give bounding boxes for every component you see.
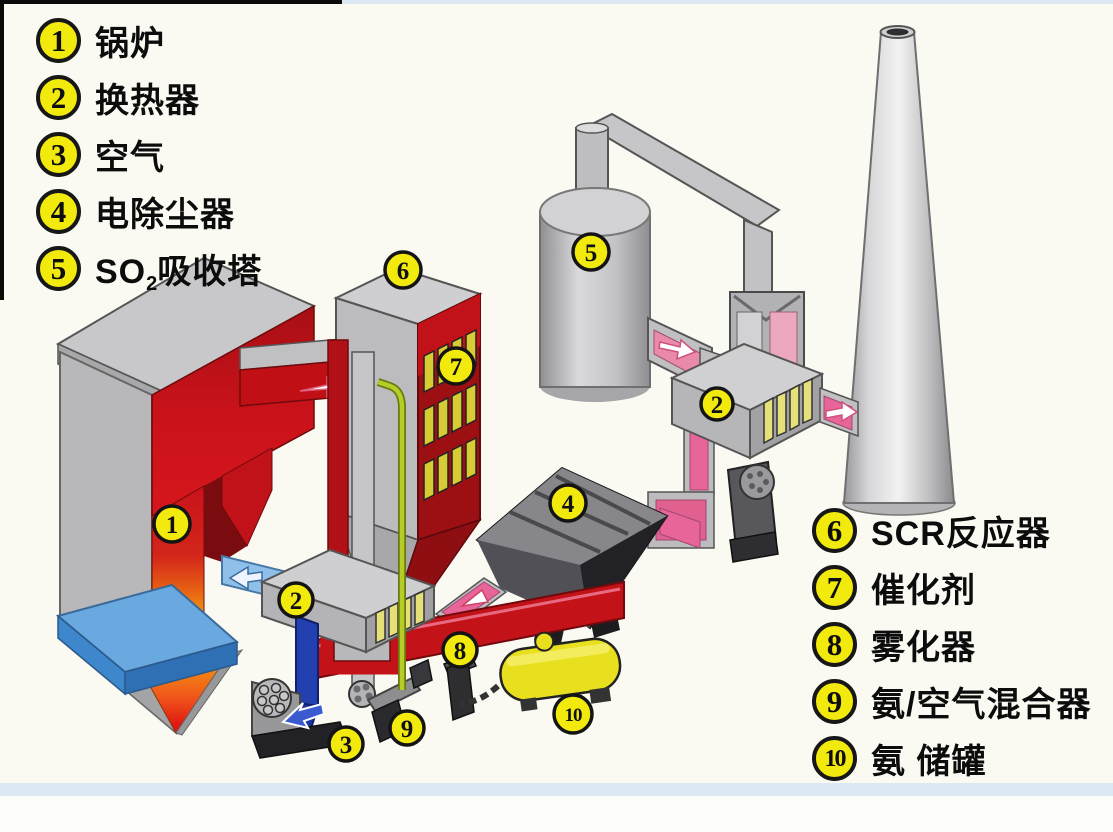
- left-black-edge: [0, 0, 4, 300]
- heat-exchanger-upper-slats: [763, 377, 813, 445]
- legend-number-5: 5: [36, 246, 81, 291]
- flow-arrow-red-loop: [459, 588, 490, 608]
- legend-item-ammonia-tank: 10 氨 储罐: [812, 730, 1091, 787]
- flow-arrow-pink-chimney: [825, 400, 859, 423]
- legend-number-3: 3: [36, 132, 81, 177]
- legend-label-ammonia-air-mixer: 氨/空气混合器: [871, 686, 1092, 724]
- legend-label-ammonia-tank: 氨 储罐: [871, 743, 987, 781]
- ammonia-hose: [459, 683, 500, 707]
- legend-label-catalyst: 催化剂: [871, 572, 976, 610]
- legend-label-esp: 电除尘器: [95, 196, 235, 234]
- legend-item-so2-tower: 5 SO2吸收塔: [36, 240, 262, 297]
- marker-5: 5: [571, 232, 611, 272]
- flow-arrow-blue-fan: [280, 702, 326, 730]
- bottom-margin: [0, 796, 1113, 832]
- legend-item-esp: 4 电除尘器: [36, 183, 262, 240]
- air-fan-shape: [250, 678, 350, 759]
- legend-label-atomizer: 雾化器: [871, 629, 976, 667]
- svg-text:6: 6: [397, 258, 410, 285]
- flow-arrow-blue-air: [228, 565, 263, 591]
- marker-2-lower: 2: [277, 581, 315, 619]
- legend-label-air: 空气: [95, 139, 165, 177]
- legend-item-boiler: 1 锅炉: [36, 12, 262, 69]
- svg-text:3: 3: [340, 732, 353, 759]
- marker-8: 8: [441, 631, 479, 669]
- so2-subscript: 2: [146, 273, 158, 295]
- marker-4: 4: [548, 483, 588, 523]
- legend-top-left: 1 锅炉 2 换热器 3 空气 4 电除尘器 5 SO2吸收塔: [36, 12, 262, 297]
- boiler-platform-shape: [55, 583, 240, 696]
- legend-number-6: 6: [812, 508, 857, 553]
- legend-label-heat-exchanger: 换热器: [95, 82, 200, 120]
- svg-text:2: 2: [290, 588, 303, 615]
- svg-text:10: 10: [565, 705, 583, 726]
- legend-number-4: 4: [36, 189, 81, 234]
- legend-label-so2-tower: SO2吸收塔: [95, 253, 263, 295]
- legend-bottom-right: 6 SCR反应器 7 催化剂 8 雾化器 9 氨/空气混合器 10 氨 储罐: [812, 502, 1091, 787]
- legend-item-air: 3 空气: [36, 126, 262, 183]
- boiler-shape: [55, 256, 399, 660]
- marker-1: 1: [152, 504, 192, 544]
- svg-text:9: 9: [401, 716, 414, 743]
- marker-2-upper: 2: [699, 386, 735, 422]
- svg-text:7: 7: [450, 354, 463, 381]
- legend-item-atomizer: 8 雾化器: [812, 616, 1091, 673]
- mixer-shape: [348, 658, 433, 744]
- legend-number-2: 2: [36, 75, 81, 120]
- marker-10: 10: [552, 693, 594, 735]
- legend-item-ammonia-air-mixer: 9 氨/空气混合器: [812, 673, 1091, 730]
- ammonia-pipe: [376, 378, 406, 690]
- legend-number-8: 8: [812, 622, 857, 667]
- bottom-blue-band: [0, 783, 1113, 796]
- legend-item-scr-reactor: 6 SCR反应器: [812, 502, 1091, 559]
- flow-arrow-pink-tower: [658, 338, 697, 361]
- legend-label-scr-reactor: SCR反应器: [871, 515, 1051, 553]
- marker-7: 7: [436, 346, 476, 386]
- svg-text:8: 8: [454, 638, 467, 665]
- svg-text:1: 1: [166, 512, 179, 539]
- legend-label-boiler: 锅炉: [95, 25, 165, 63]
- legend-number-1: 1: [36, 18, 81, 63]
- heat-exchanger-upper-shape: [647, 342, 859, 563]
- svg-text:4: 4: [562, 491, 575, 518]
- legend-item-heat-exchanger: 2 换热器: [36, 69, 262, 126]
- legend-number-9: 9: [812, 679, 857, 724]
- top-blue-band: [342, 0, 1113, 4]
- marker-3: 3: [327, 725, 365, 763]
- legend-number-7: 7: [812, 565, 857, 610]
- top-black-edge: [0, 0, 342, 4]
- marker-9: 9: [388, 709, 426, 747]
- legend-item-catalyst: 7 催化剂: [812, 559, 1091, 616]
- svg-text:5: 5: [585, 240, 598, 267]
- svg-text:2: 2: [711, 392, 724, 419]
- fan-upper-shape: [726, 460, 779, 563]
- ammonia-tank-shape: [499, 631, 622, 712]
- marker-6: 6: [383, 250, 423, 290]
- legend-number-10: 10: [812, 736, 857, 781]
- heat-exchanger-lower-slats: [375, 589, 425, 645]
- chimney-shape: [842, 25, 956, 516]
